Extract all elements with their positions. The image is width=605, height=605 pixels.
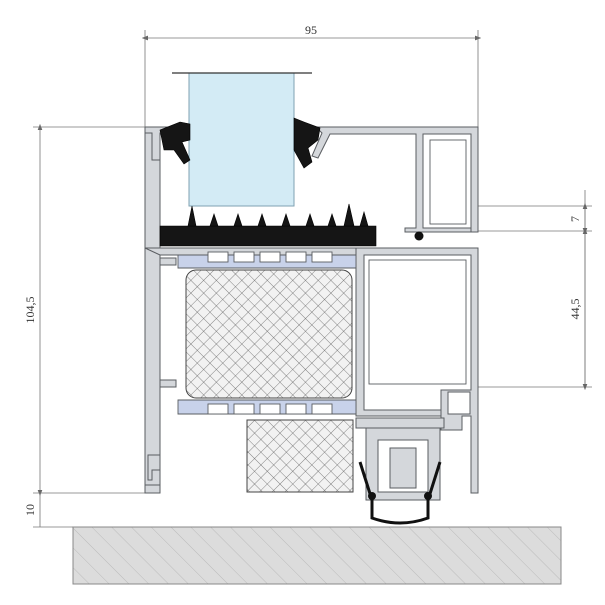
threshold-seal <box>358 461 442 525</box>
threshold-profile <box>365 427 441 501</box>
dimension-right-large: 44,5 <box>568 299 582 320</box>
dimension-height-total: 104,5 <box>23 297 37 324</box>
dimension-right-small: 7 <box>568 216 582 222</box>
dimension-width: 95 <box>305 23 317 37</box>
dimension-lines <box>33 30 592 528</box>
floor-slab <box>72 526 562 585</box>
dimension-bottom-gap: 10 <box>23 504 37 516</box>
glass-pane <box>188 72 295 207</box>
glazing-gaskets <box>159 117 377 247</box>
sash-seal <box>414 231 424 241</box>
thermal-break-bottom <box>177 399 357 415</box>
frame-chambers <box>368 139 467 385</box>
insulation-lower <box>246 419 354 493</box>
thermal-break-top <box>177 251 357 269</box>
frame-profile <box>144 126 479 494</box>
insulation-core <box>185 269 353 399</box>
